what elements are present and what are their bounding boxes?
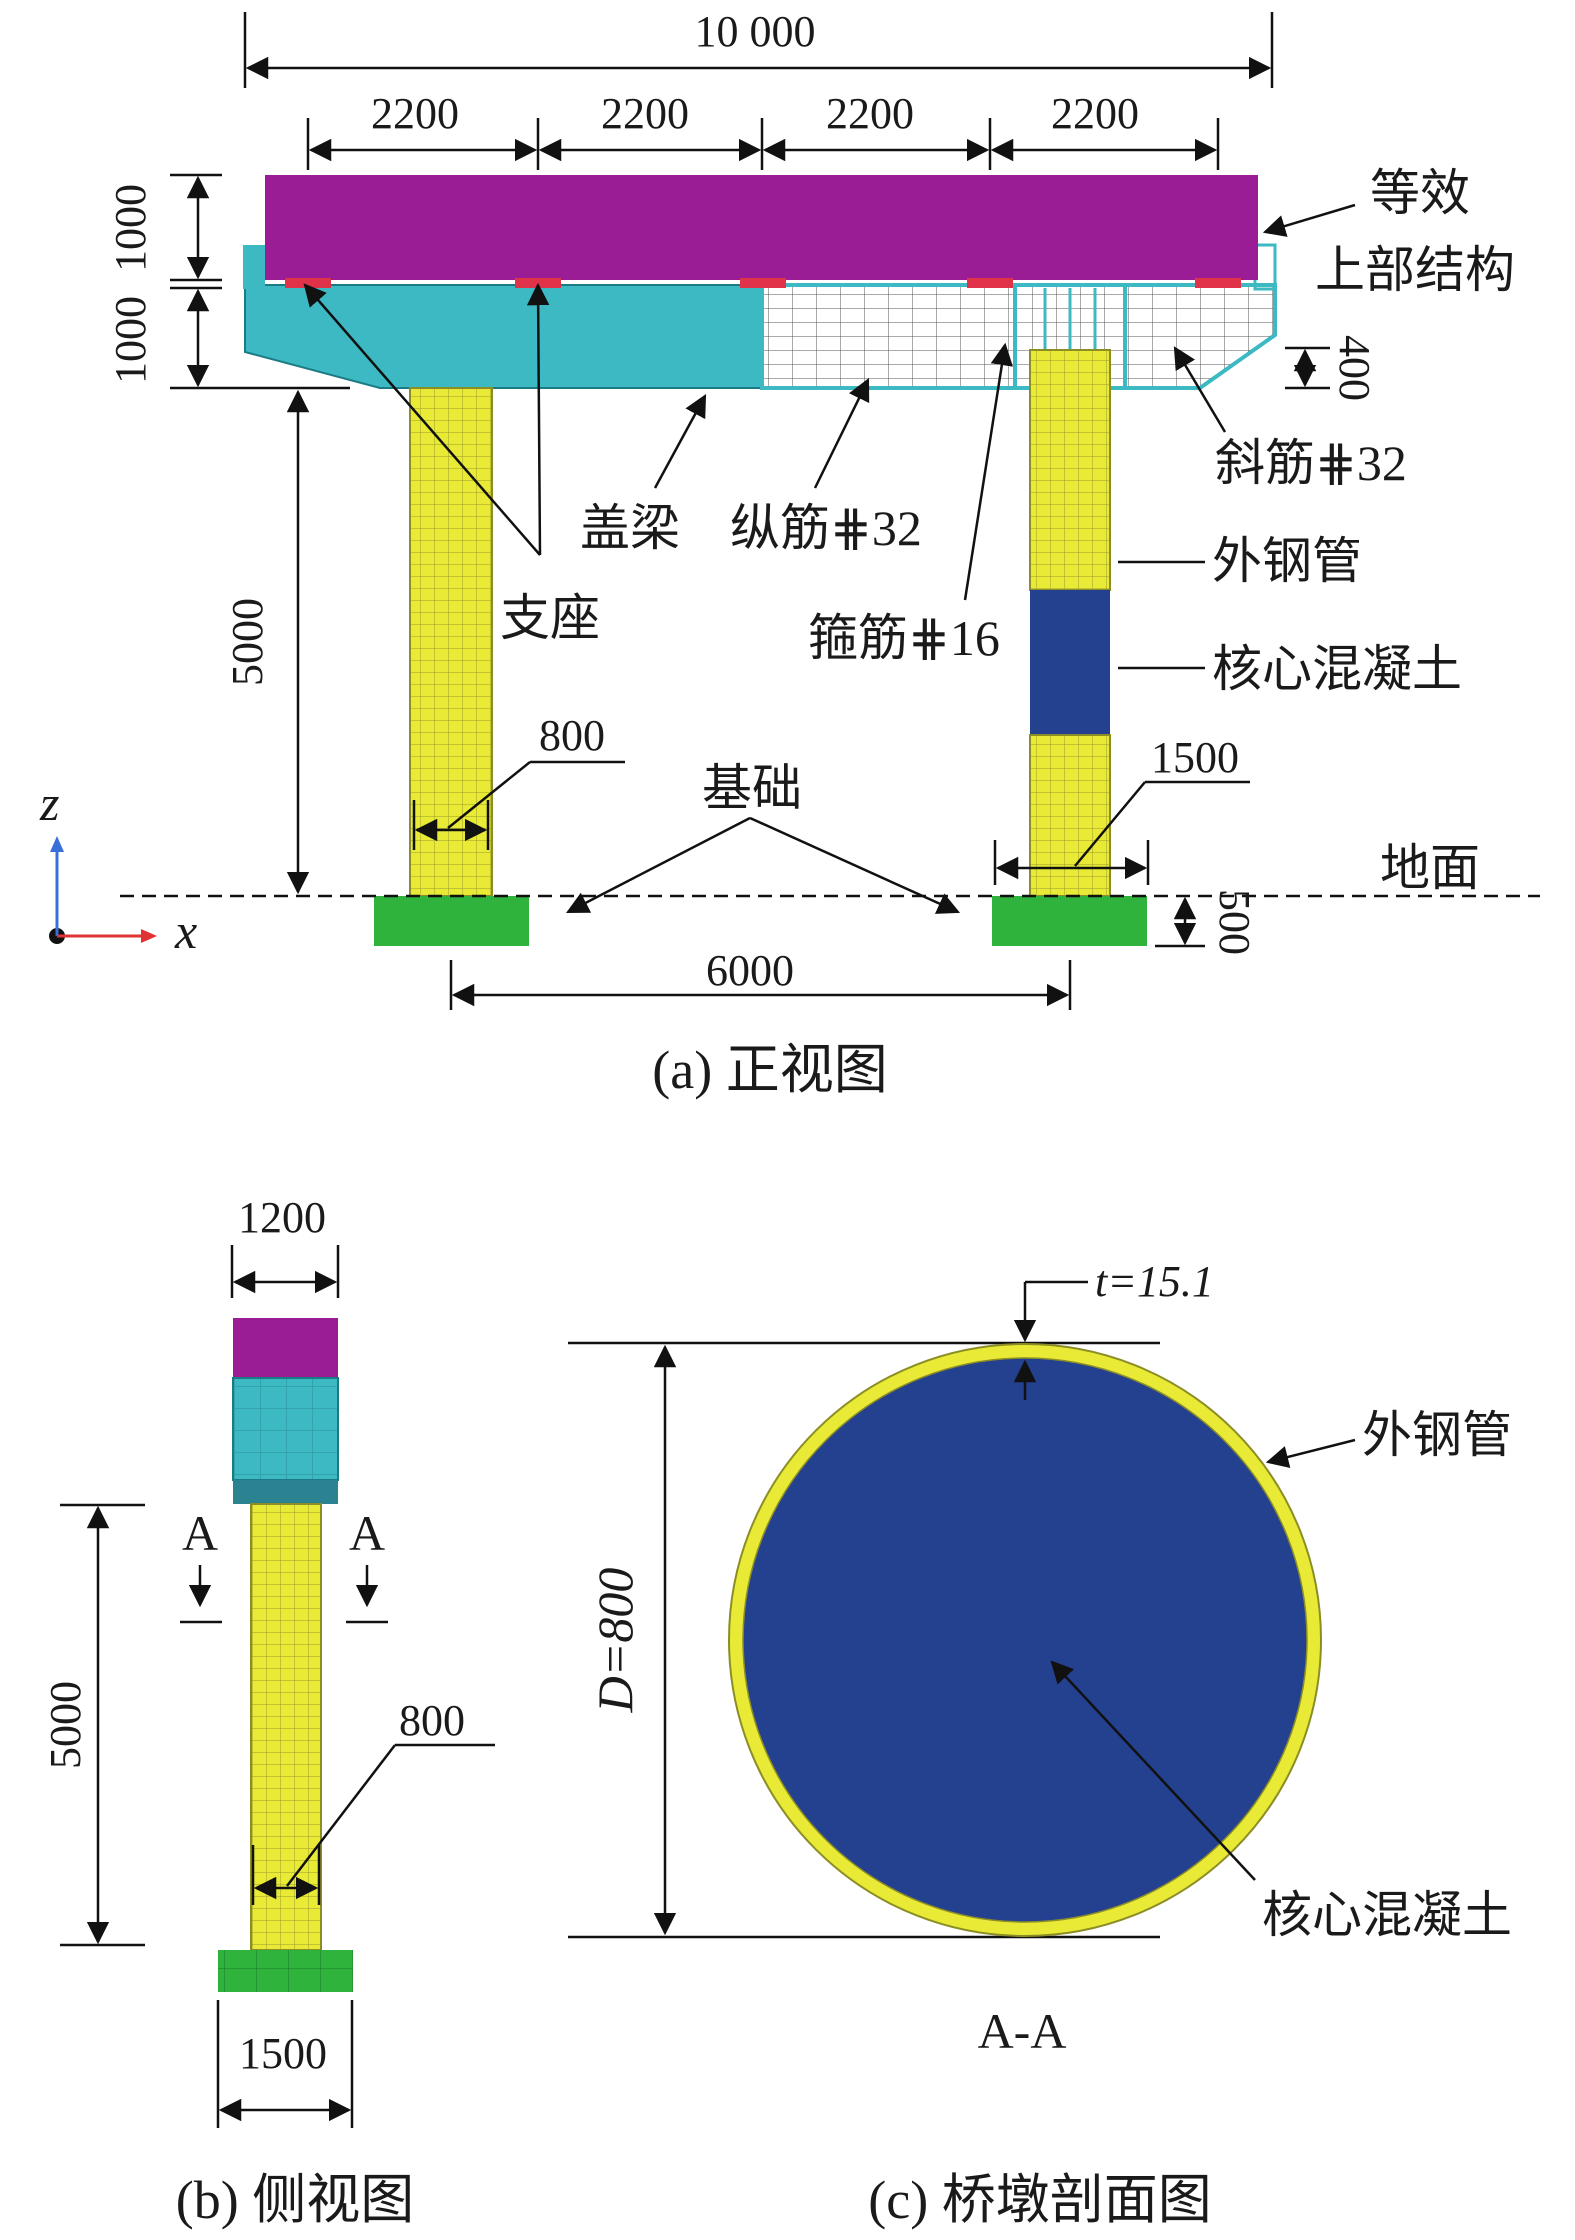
sec-diameter: D=800 <box>587 1568 643 1714</box>
pier-left <box>409 387 493 897</box>
cap-end-left <box>243 245 265 289</box>
side-dim-pier-h: 5000 <box>41 1681 90 1769</box>
side-dim-d-leader <box>286 1744 396 1887</box>
section-view: D=800 t=15.1 外钢管 核心混凝土 A-A (c) 桥墩剖面图 <box>568 1257 1512 2230</box>
leader-diag-rebar <box>1173 346 1227 433</box>
leader-bearing-2 <box>526 282 550 556</box>
bearing-1 <box>285 278 331 288</box>
caption-side-view: (b) 侧视图 <box>176 2170 414 2230</box>
label-steel-tube: 外钢管 <box>1212 533 1362 589</box>
side-superstructure <box>233 1318 338 1378</box>
dim-pier-h: 5000 <box>223 598 272 686</box>
pier-right-core <box>1030 590 1110 735</box>
dim-found-w: 1500 <box>1151 733 1239 782</box>
side-cap-bottom <box>233 1480 338 1504</box>
dim-found-h: 500 <box>1210 889 1259 955</box>
leader-bearing-1 <box>303 283 541 556</box>
side-dim-pier-d: 800 <box>399 1696 465 1745</box>
dim-span-4: 2200 <box>1051 89 1139 138</box>
side-foundation <box>218 1950 353 1992</box>
bearing-3 <box>740 278 786 288</box>
label-long-rebar: 纵筋⋕32 <box>730 500 922 556</box>
label-stirrup: 箍筋⋕16 <box>808 610 1000 666</box>
caption-front-view: (a) 正视图 <box>652 1040 887 1100</box>
axis-z-arrow <box>50 836 64 852</box>
dim-pier-gap: 6000 <box>706 946 794 995</box>
sec-leader-core <box>1050 1660 1256 1881</box>
label-bearing: 支座 <box>500 590 600 646</box>
leader-stirrup <box>963 342 1013 601</box>
sec-thickness: t=15.1 <box>1095 1257 1214 1306</box>
side-dim-found-w: 1500 <box>239 2029 327 2078</box>
ground-label: 地面 <box>1380 840 1480 896</box>
dim-pier-d: 800 <box>539 711 605 760</box>
label-foundation: 基础 <box>702 760 802 816</box>
cap-beam-rebar <box>760 283 1277 390</box>
axis-z-label: z <box>39 775 59 831</box>
leader-superstructure <box>1262 203 1356 237</box>
sec-section-name: A-A <box>978 2003 1067 2059</box>
axis-x-label: x <box>174 903 197 959</box>
dim-span-3: 2200 <box>826 89 914 138</box>
dim-found-w-leader <box>1074 781 1146 867</box>
section-mark-right: A <box>349 1505 385 1561</box>
dim-span-2: 2200 <box>601 89 689 138</box>
bearing-5 <box>1195 278 1241 288</box>
sec-label-steel-tube: 外钢管 <box>1362 1407 1512 1463</box>
bearing-4 <box>967 278 1013 288</box>
label-superstructure-2: 上部结构 <box>1315 242 1515 298</box>
label-core-concrete: 核心混凝土 <box>1212 641 1462 697</box>
dim-haunch: 400 <box>1330 335 1379 401</box>
pier-right-upper <box>1029 349 1111 591</box>
section-mark-left: A <box>182 1505 218 1561</box>
dim-pier-d-leader <box>447 761 531 829</box>
dim-cap-h: 1000 <box>106 296 155 384</box>
label-superstructure-1: 等效 <box>1370 165 1470 221</box>
side-pier <box>250 1503 322 1951</box>
superstructure <box>265 175 1258 280</box>
leader-long-rebar <box>813 377 870 489</box>
sec-core-concrete <box>742 1357 1308 1923</box>
dim-total: 10 000 <box>695 7 816 56</box>
caption-section-view: (c) 桥墩剖面图 <box>868 2170 1211 2230</box>
front-view: 10 000 2200 2200 2200 2200 1000 1000 <box>39 7 1540 1100</box>
dim-span-1: 2200 <box>371 89 459 138</box>
foundation-left <box>374 896 529 946</box>
leader-foundation-2 <box>749 816 961 914</box>
leader-cap-beam <box>653 394 707 489</box>
label-cap-beam: 盖梁 <box>580 500 680 556</box>
dim-super-h: 1000 <box>106 184 155 272</box>
label-diag-rebar: 斜筋⋕32 <box>1215 435 1407 491</box>
side-cap-beam <box>232 1377 339 1481</box>
side-dim-top-w: 1200 <box>238 1193 326 1242</box>
pier-right-lower <box>1029 734 1111 897</box>
sec-leader-steel-tube <box>1265 1438 1356 1468</box>
cap-beam-solid <box>244 284 763 389</box>
leader-foundation-1 <box>566 816 751 914</box>
foundation-right <box>992 896 1147 946</box>
axis-x-arrow <box>141 929 157 943</box>
sec-label-core-concrete: 核心混凝土 <box>1262 1887 1512 1943</box>
side-view: 1200 A A 5000 800 1500 (b <box>41 1193 495 2230</box>
